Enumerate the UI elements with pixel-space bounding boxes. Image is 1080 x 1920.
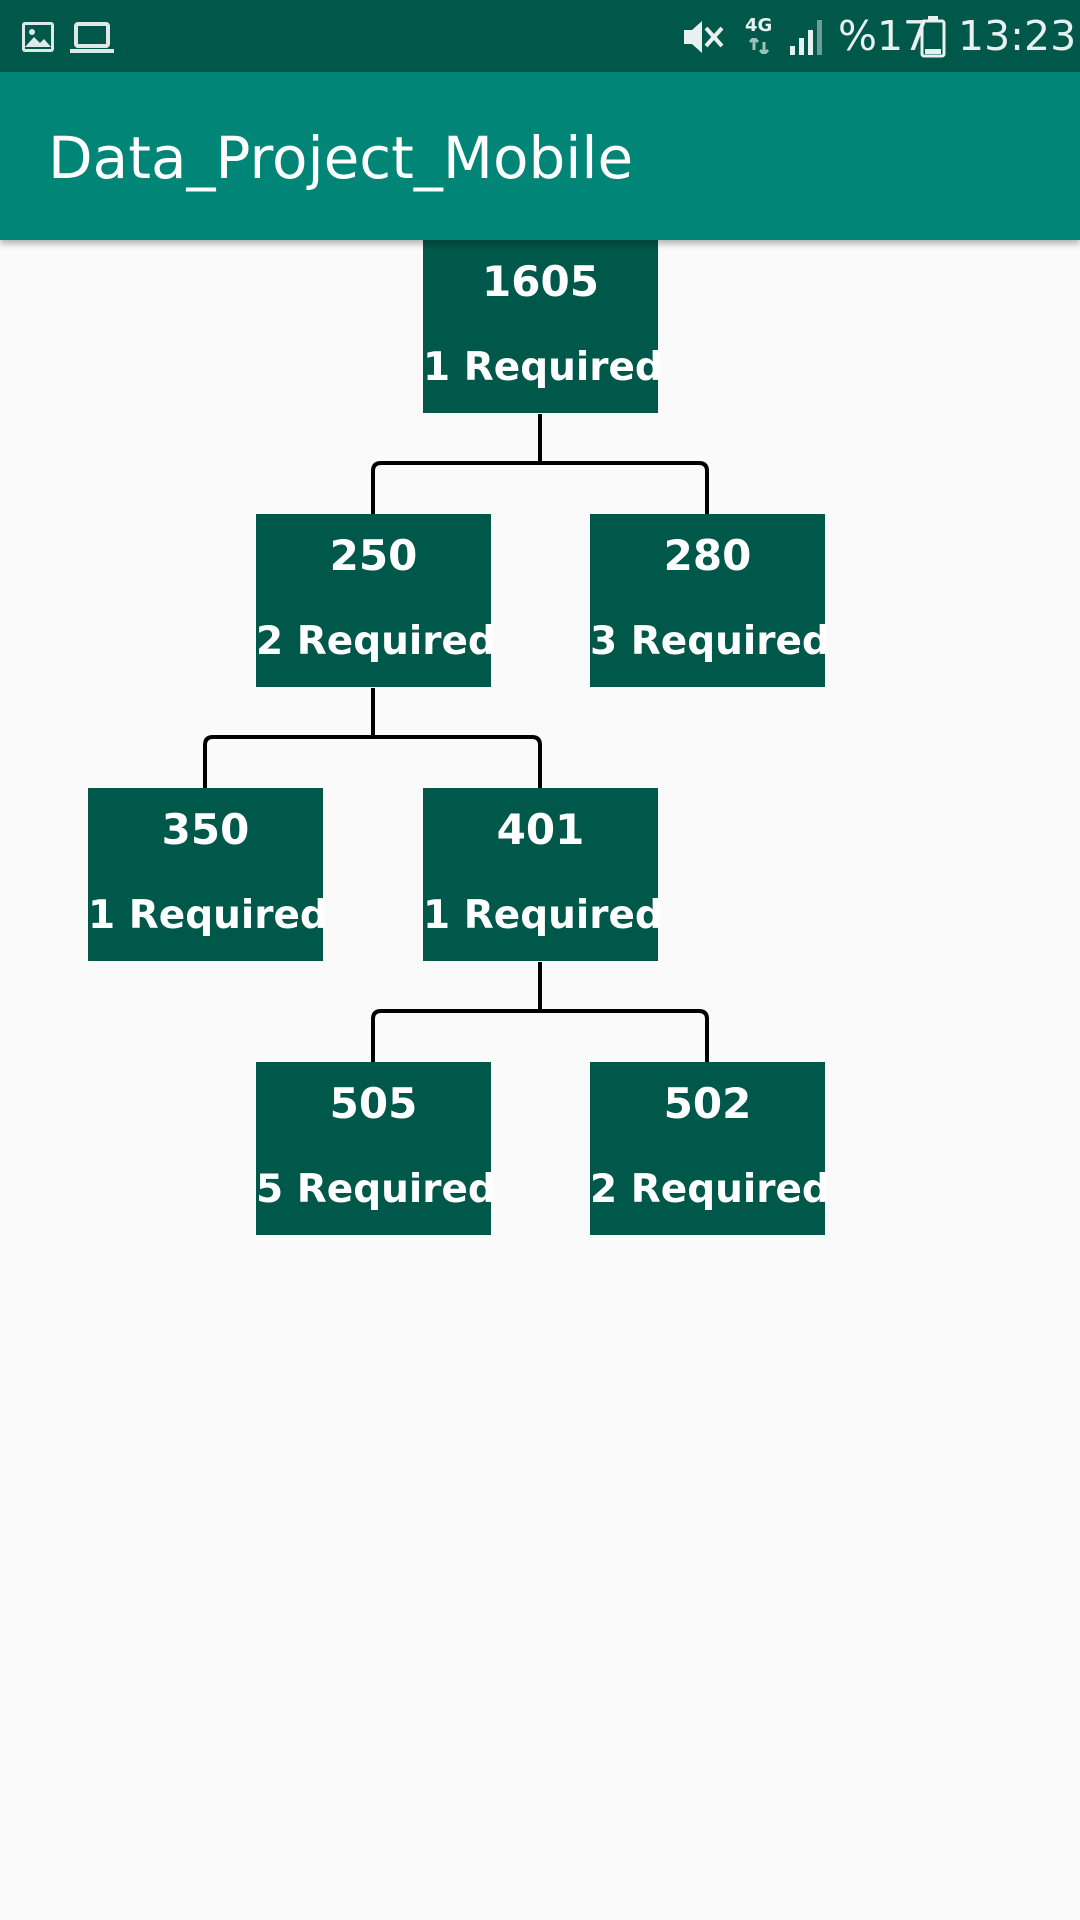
course-required: 3 Required: [590, 619, 830, 664]
course-node-250[interactable]: 250 2 Required: [256, 514, 496, 687]
course-node-502[interactable]: 502 2 Required: [590, 1062, 830, 1235]
image-icon: [22, 22, 54, 52]
prerequisite-tree: 1605 1 Required 250 2 Required 280 3 Req…: [0, 240, 1080, 1920]
signal-icon: [790, 20, 822, 55]
app-title: Data_Project_Mobile: [48, 124, 634, 192]
course-code: 250: [329, 531, 418, 580]
course-required: 2 Required: [256, 619, 496, 664]
network-4g-icon: 4G: [745, 16, 773, 56]
status-time: 13:23: [958, 12, 1077, 60]
connector-401-children: [371, 962, 709, 1062]
course-required: 1 Required: [423, 893, 663, 938]
course-required: 2 Required: [590, 1167, 830, 1212]
connector-1605-children: [371, 414, 709, 514]
course-required: 1 Required: [423, 345, 663, 390]
course-node-350[interactable]: 350 1 Required: [88, 788, 328, 961]
battery-icon: [920, 16, 946, 58]
network-label: 4G: [745, 15, 773, 36]
course-node-401[interactable]: 401 1 Required: [423, 788, 663, 961]
mute-icon: [684, 21, 724, 53]
battery-percent: %17: [838, 12, 930, 60]
course-node-280[interactable]: 280 3 Required: [590, 514, 830, 687]
course-code: 280: [663, 531, 752, 580]
course-code: 502: [663, 1079, 752, 1128]
course-required: 5 Required: [256, 1167, 496, 1212]
course-node-1605[interactable]: 1605 1 Required: [423, 240, 663, 413]
status-bar: 4G %17 13:23: [0, 0, 1080, 72]
course-code: 505: [329, 1079, 418, 1128]
course-code: 401: [496, 805, 585, 854]
tree-connectors: [203, 414, 709, 1062]
course-code: 350: [161, 805, 250, 854]
connector-250-children: [203, 688, 542, 788]
course-code: 1605: [482, 257, 599, 306]
app-bar: Data_Project_Mobile: [0, 72, 1080, 240]
laptop-icon: [70, 22, 114, 53]
course-required: 1 Required: [88, 893, 328, 938]
course-node-505[interactable]: 505 5 Required: [256, 1062, 496, 1235]
